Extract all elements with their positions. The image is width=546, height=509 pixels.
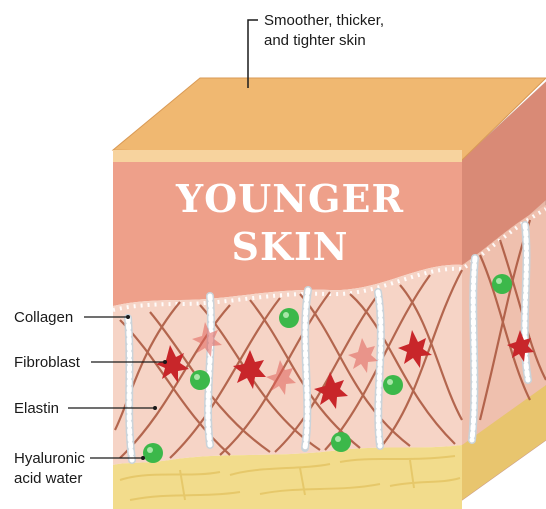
callout-line-2: and tighter skin	[264, 32, 366, 49]
label-elastin: Elastin	[14, 400, 59, 417]
title-line-2: SKIN	[232, 224, 349, 269]
hyaluronic-sphere	[492, 274, 512, 294]
hyaluronic-sphere	[143, 443, 163, 463]
label-hyaluronic-2: acid water	[14, 470, 82, 487]
title-line-1: YOUNGER	[175, 176, 404, 221]
hyaluronic-sphere	[190, 370, 210, 390]
hyaluronic-sphere	[331, 432, 351, 452]
top-surface-edge	[113, 150, 462, 162]
label-hyaluronic-1: Hyaluronic	[14, 450, 85, 467]
hyaluronic-sphere	[279, 308, 299, 328]
callout-line-1: Smoother, thicker,	[264, 12, 384, 29]
label-fibroblast: Fibroblast	[14, 354, 81, 371]
label-collagen: Collagen	[14, 309, 73, 326]
hyaluronic-sphere	[383, 375, 403, 395]
